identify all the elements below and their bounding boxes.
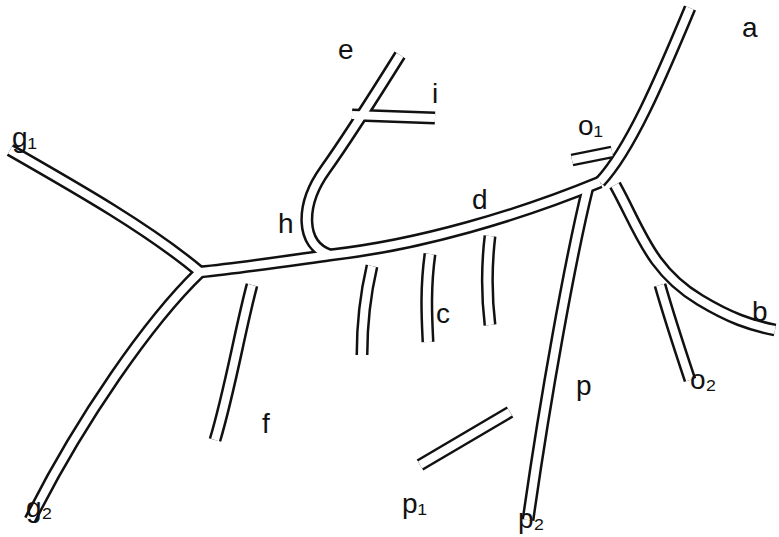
part-label: a: [742, 14, 758, 42]
vessel-lumen: [10, 8, 775, 520]
part-label: i: [432, 80, 438, 108]
part-label: d: [472, 186, 488, 214]
part-label: h: [278, 210, 294, 238]
part-label: o₁: [578, 112, 603, 140]
vessel-outline: [10, 8, 775, 520]
part-label: g₂: [26, 494, 52, 522]
part-label: c: [436, 300, 450, 328]
part-label: p: [576, 372, 592, 400]
part-label: b: [752, 298, 768, 326]
part-label: p₁: [402, 490, 427, 518]
part-label: p₂: [518, 505, 544, 533]
part-label: g₁: [12, 124, 37, 152]
part-label: e: [338, 36, 354, 64]
part-label: o₂: [690, 366, 716, 394]
part-label: f: [262, 410, 270, 438]
